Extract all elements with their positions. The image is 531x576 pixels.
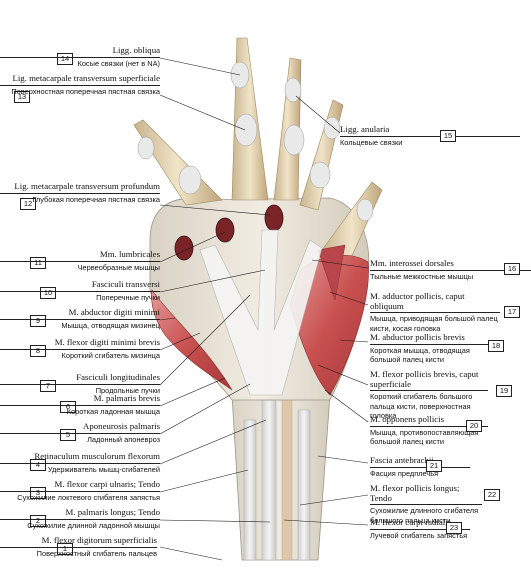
latin-term: Fascia antebrachii (370, 455, 434, 465)
label-number-13: 13 (14, 91, 30, 103)
russian-term: Тыльные межкостные мышцы (370, 269, 531, 282)
latin-term: M. abductor pollicis brevis (370, 332, 465, 342)
latin-term: Fasciculi transversi (91, 279, 160, 289)
label-ligg-anularia: Ligg. anularia Кольцевые связки (340, 124, 520, 148)
label-number-6: 6 (60, 401, 76, 413)
latin-term: M. opponens pollicis (370, 414, 445, 424)
label-number-10: 10 (40, 287, 56, 299)
label-number-20: 20 (466, 420, 482, 432)
latin-term: M. adductor pollicis, caput obliquum (370, 291, 465, 311)
label-number-4: 4 (30, 459, 46, 471)
latin-term: Aponeurosis palmaris (83, 421, 160, 431)
latin-term: Ligg. obliqua (112, 45, 160, 55)
latin-term: Lig. metacarpale transversum superficial… (12, 73, 160, 83)
latin-term: M. abductor digiti minimi (68, 307, 160, 317)
label-flexor-carpi-ulnaris-tendon: M. flexor carpi ulnaris; Tendo Сухожилие… (0, 479, 161, 503)
russian-term: Короткий сгибатель мизинца (0, 348, 160, 361)
label-flexor-carpi-radialis: M. flexor carpi radialis Лучевой сгибате… (370, 517, 470, 541)
russian-term: Мышца, отводящая мизинец (0, 318, 160, 331)
latin-term: Lig. metacarpale transversum profundum (14, 181, 160, 191)
label-abductor-pollicis-brevis: M. abductor pollicis brevis Короткая мыш… (370, 332, 488, 365)
label-mm-lumbricales: Mm. lumbricales Червеобразные мышцы (0, 249, 160, 273)
leader-lines (159, 57, 369, 561)
hypothenar-muscles (151, 289, 233, 391)
latin-term: M. flexor carpi ulnaris; Tendo (54, 479, 161, 489)
label-retinaculum-flexorum: Retinaculum musculorum flexorum Удержива… (0, 451, 160, 475)
latin-term: M. flexor pollicis brevis, caput superfi… (370, 369, 479, 389)
russian-term: Удерживатель мышц-сгибателей (0, 462, 160, 475)
latin-term: Fasciculi longitudinales (76, 372, 160, 382)
latin-term: Retinaculum musculorum flexorum (34, 451, 160, 461)
label-number-23: 23 (446, 522, 462, 534)
label-number-2: 2 (30, 515, 46, 527)
label-fascia-antebrachii: Fascia antebrachii Фасция предплечья (370, 455, 470, 479)
russian-term: Продольные пучки (0, 383, 160, 396)
latin-term: M. flexor carpi radialis (370, 517, 452, 527)
latin-term: M. palmaris brevis (93, 393, 160, 403)
russian-term: Глубокая поперечная пястная связка (0, 192, 160, 205)
label-number-18: 18 (488, 340, 504, 352)
label-palmaris-longus-tendon: M. palmaris longus; Tendo Сухожилие длин… (0, 507, 160, 531)
label-fasciculi-longitudinales: Fasciculi longitudinales Продольные пучк… (0, 372, 160, 396)
label-number-15: 15 (440, 130, 456, 142)
latin-term: M. flexor pollicis longus; Tendo (370, 483, 460, 503)
label-number-9: 9 (30, 315, 46, 327)
label-number-1: 1 (57, 543, 73, 555)
label-flexor-pollicis-brevis-caput-superficiale: M. flexor pollicis brevis, caput superfi… (370, 369, 488, 421)
russian-term: Короткая ладонная мышца (0, 404, 160, 417)
russian-term: Короткая мышца, отводящая большой палец … (370, 343, 488, 365)
label-number-7: 7 (40, 380, 56, 392)
russian-term: Поверхностная поперечная пястная связка (0, 84, 160, 97)
label-aponeurosis-palmaris: Aponeurosis palmaris Ладонный апоневроз (0, 421, 160, 445)
russian-term: Поверхностный сгибатель пальцев (0, 546, 157, 559)
label-lig-metacarpale-transversum-profundum: Lig. metacarpale transversum profundum Г… (0, 181, 160, 205)
russian-term: Поперечные пучки (0, 290, 160, 303)
label-palmaris-brevis: M. palmaris brevis Короткая ладонная мыш… (0, 393, 160, 417)
label-ligg-obliqua: Ligg. obliqua Косые связки (нет в NA) (0, 45, 160, 69)
latin-term: M. flexor digitorum superficialis (41, 535, 157, 545)
label-number-19: 19 (496, 385, 512, 397)
latin-term: M. palmaris longus; Tendo (65, 507, 160, 517)
label-number-12: 12 (20, 198, 36, 210)
label-mm-interossei-dorsales: Mm. interossei dorsales Тыльные межкостн… (370, 258, 531, 282)
label-number-14: 14 (57, 53, 73, 65)
latin-term: Mm. interossei dorsales (370, 258, 454, 268)
russian-term: Ладонный апоневроз (0, 432, 160, 445)
label-adductor-pollicis-caput-obliquum: M. adductor pollicis, caput obliquum Мыш… (370, 291, 500, 333)
label-number-3: 3 (30, 487, 46, 499)
russian-term: Сухожилие локтевого сгибателя запястья (0, 490, 160, 503)
lumbrical-windows (174, 204, 284, 261)
label-flexor-digitorum-superficialis: M. flexor digitorum superficialis Поверх… (0, 535, 157, 559)
latin-term: M. flexor digiti minimi brevis (54, 337, 160, 347)
russian-term: Короткий сгибатель большого пальца кисти… (370, 390, 488, 421)
label-number-16: 16 (504, 263, 520, 275)
label-number-8: 8 (30, 345, 46, 357)
label-number-22: 22 (484, 489, 500, 501)
label-number-17: 17 (504, 306, 520, 318)
label-fasciculi-transversi: Fasciculi transversi Поперечные пучки (0, 279, 160, 303)
russian-term: Сухожилие длинного сгибателя большого па… (370, 504, 482, 525)
russian-term: Косые связки (нет в NA) (0, 56, 160, 69)
latin-term: Ligg. anularia (340, 124, 390, 134)
fingers (133, 37, 383, 261)
label-number-5: 5 (60, 429, 76, 441)
label-opponens-pollicis: M. opponens pollicis Мышца, противопоста… (370, 414, 488, 447)
russian-term: Лучевой сгибатель запястья (370, 528, 470, 541)
russian-term: Кольцевые связки (340, 135, 520, 148)
russian-term: Мышца, противопоставляющая большой палец… (370, 425, 488, 447)
palmar-aponeurosis (199, 229, 323, 396)
label-flexor-pollicis-longus-tendon: M. flexor pollicis longus; Tendo Сухожил… (370, 483, 482, 525)
label-abductor-digiti-minimi: M. abductor digiti minimi Мышца, отводящ… (0, 307, 160, 331)
label-flexor-digiti-minimi-brevis: M. flexor digiti minimi brevis Короткий … (0, 337, 160, 361)
russian-term: Фасция предплечья (370, 466, 470, 479)
label-number-11: 11 (30, 257, 46, 269)
russian-term: Мышца, приводящая большой палец кисти, к… (370, 312, 500, 333)
russian-term: Червеобразные мышцы (0, 260, 160, 273)
russian-term: Сухожилие длинной ладонной мышцы (0, 518, 160, 531)
label-lig-metacarpale-transversum-superficiale: Lig. metacarpale transversum superficial… (0, 73, 160, 97)
latin-term: Mm. lumbricales (99, 249, 160, 259)
label-number-21: 21 (426, 460, 442, 472)
